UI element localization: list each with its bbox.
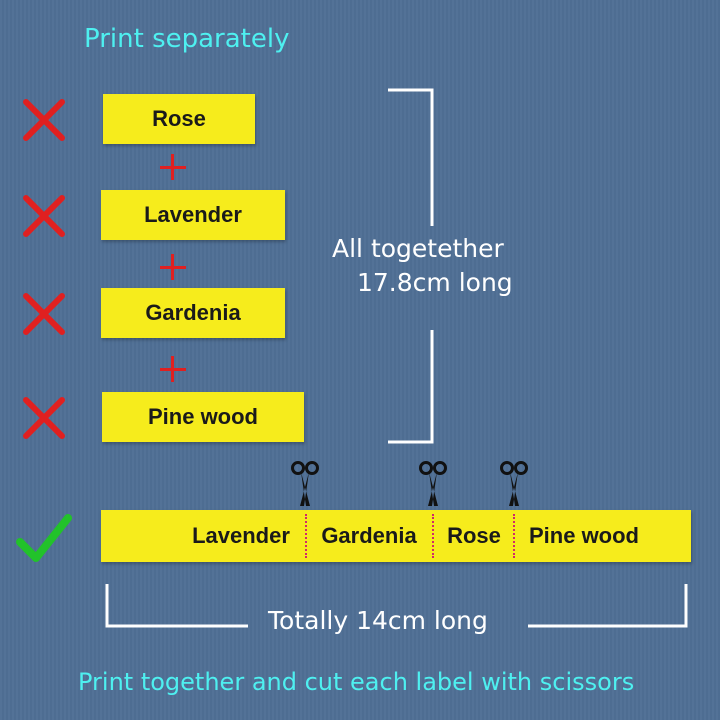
label-rose: Rose xyxy=(103,94,255,144)
combined-length-line2: 17.8cm long xyxy=(357,268,513,297)
label-gardenia: Gardenia xyxy=(101,288,285,338)
strip-segment-gardenia: Gardenia xyxy=(321,523,417,548)
page-title: Print separately xyxy=(84,24,290,54)
plus-icon xyxy=(160,254,186,280)
label-lavender: Lavender xyxy=(101,190,285,240)
combined-label-strip: Lavender Gardenia Rose Pine wood xyxy=(101,510,691,562)
length-bracket-bottom xyxy=(105,584,688,628)
cross-icon xyxy=(23,195,65,237)
scissors-icon xyxy=(291,461,319,506)
total-length-label: Totally 14cm long xyxy=(268,606,488,635)
instruction-text: Print together and cut each label with s… xyxy=(78,668,635,696)
strip-segment-lavender: Lavender xyxy=(192,523,290,548)
plus-icon xyxy=(160,356,186,382)
cut-line xyxy=(305,514,307,558)
cut-line xyxy=(513,514,515,558)
scissors-icon xyxy=(500,461,528,506)
strip-segment-pine-wood: Pine wood xyxy=(529,523,639,548)
label-pine-wood: Pine wood xyxy=(102,392,304,442)
scissors-icon xyxy=(419,461,447,506)
checkmark-icon xyxy=(16,514,72,562)
strip-segment-rose: Rose xyxy=(447,523,501,548)
cut-line xyxy=(432,514,434,558)
plus-icon xyxy=(160,154,186,180)
combined-length-line1: All togetether xyxy=(332,234,504,263)
cross-icon xyxy=(23,293,65,335)
length-bracket-right xyxy=(388,88,434,444)
cross-icon xyxy=(23,397,65,439)
cross-icon xyxy=(23,99,65,141)
